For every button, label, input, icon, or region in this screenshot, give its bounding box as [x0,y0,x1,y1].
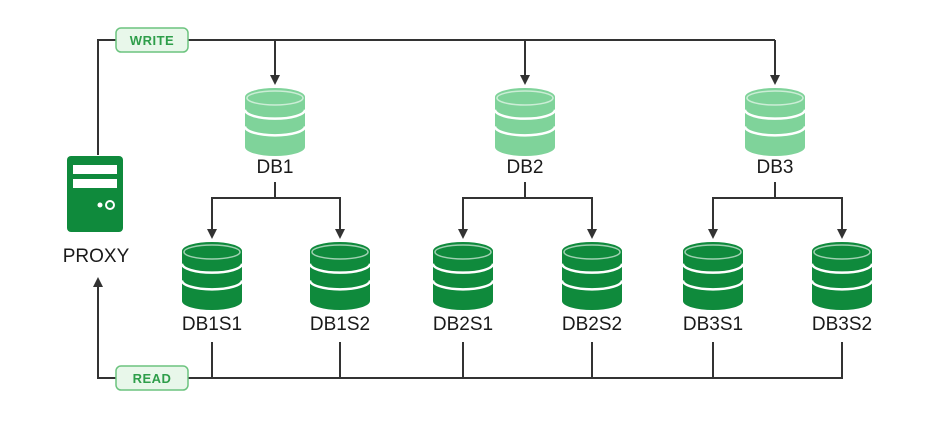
slave-db-1: DB1S1 [180,242,244,335]
read-line [93,277,843,379]
master-db-3-label: DB3 [757,157,794,178]
slave-db-5-label: DB3S1 [683,314,743,335]
master-db-1-label: DB1 [257,157,294,178]
slave-db-1-label: DB1S1 [182,314,242,335]
slave-db-5: DB3S1 [681,242,745,335]
slave-db-2-label: DB1S2 [310,314,370,335]
connectors [93,39,847,379]
slave-db-2: DB1S2 [308,242,372,335]
replication-line-db3-right [775,197,843,232]
read-tag-label: READ [133,371,172,386]
slave-db-4-label: DB2S2 [562,314,622,335]
replication-line-db1-right [275,197,341,232]
database-icon [493,88,557,156]
write-line [97,39,775,155]
master-db-3: DB3 [743,88,807,178]
write-tag-label: WRITE [130,33,174,48]
database-icon [560,242,624,310]
replication-line-db2 [462,182,526,232]
database-icon [243,88,307,156]
database-icon [743,88,807,156]
database-icon [431,242,495,310]
read-tag-box [115,365,189,391]
server-icon [67,156,123,232]
proxy-node: PROXY [63,156,130,267]
proxy-label: PROXY [63,246,130,267]
database-icon [308,242,372,310]
slave-db-4: DB2S2 [560,242,624,335]
replication-line-db2-right [525,197,593,232]
slave-db-6-label: DB3S2 [812,314,872,335]
database-icon [681,242,745,310]
slave-db-3: DB2S1 [431,242,495,335]
replication-line-db1 [211,182,276,232]
write-tag: WRITE [115,27,189,53]
read-tag: READ [115,365,189,391]
slave-db-6: DB3S2 [810,242,874,335]
replication-line-db3 [712,182,776,232]
slave-db-3-label: DB2S1 [433,314,493,335]
database-icon [810,242,874,310]
master-db-1: DB1 [243,88,307,178]
master-db-2: DB2 [493,88,557,178]
master-db-2-label: DB2 [507,157,544,178]
write-tag-box [115,27,189,53]
database-icon [180,242,244,310]
